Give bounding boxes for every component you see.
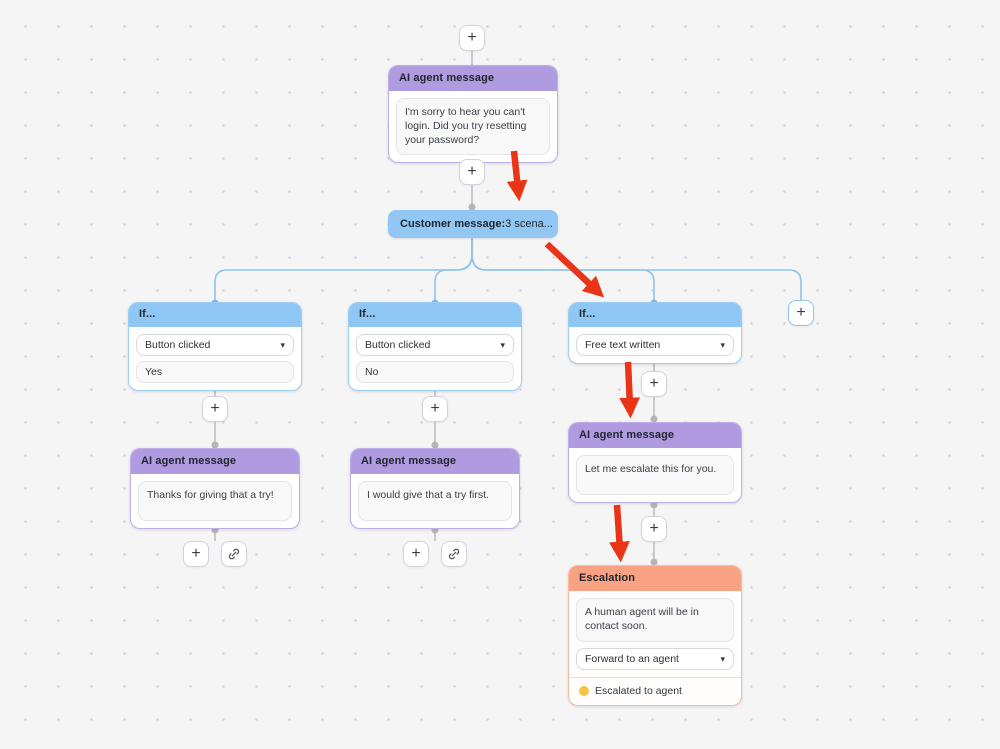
add-step-button[interactable]: + — [183, 541, 209, 567]
add-step-button[interactable]: + — [459, 25, 485, 51]
add-step-button[interactable]: + — [422, 396, 448, 422]
if-condition-node-no[interactable]: If... Button clicked ▾ No — [348, 302, 522, 391]
dropdown-value: Forward to an agent — [585, 653, 679, 665]
node-title: AI agent message — [131, 449, 299, 474]
plus-icon: + — [430, 400, 440, 417]
chevron-down-icon: ▾ — [720, 339, 725, 350]
condition-type-dropdown[interactable]: Free text written ▾ — [576, 334, 734, 356]
plus-icon: + — [467, 163, 477, 180]
condition-type-dropdown[interactable]: Button clicked ▾ — [136, 334, 294, 356]
link-step-button[interactable] — [221, 541, 247, 567]
message-text[interactable]: A human agent will be in contact soon. — [576, 598, 734, 642]
plus-icon: + — [191, 545, 201, 562]
ai-agent-message-node[interactable]: AI agent message Let me escalate this fo… — [568, 422, 742, 503]
ai-agent-message-node[interactable]: AI agent message I would give that a try… — [350, 448, 520, 529]
node-title: If... — [349, 303, 521, 327]
message-text[interactable]: Let me escalate this for you. — [576, 455, 734, 495]
plus-icon: + — [210, 400, 220, 417]
plus-icon: + — [467, 29, 477, 46]
status-label: Escalated to agent — [595, 685, 682, 697]
chevron-down-icon: ▾ — [500, 339, 505, 350]
dropdown-value: Button clicked — [365, 339, 431, 351]
link-step-button[interactable] — [441, 541, 467, 567]
add-step-button[interactable]: + — [641, 516, 667, 542]
condition-value-input[interactable]: No — [356, 361, 514, 383]
plus-icon: + — [411, 545, 421, 562]
escalation-action-dropdown[interactable]: Forward to an agent ▾ — [576, 648, 734, 670]
plus-icon: + — [796, 304, 806, 321]
customer-message-label: Customer message: — [400, 218, 506, 230]
node-title: If... — [129, 303, 301, 327]
ai-agent-message-node[interactable]: AI agent message Thanks for giving that … — [130, 448, 300, 529]
condition-value-input[interactable]: Yes — [136, 361, 294, 383]
status-dot-icon — [579, 686, 589, 696]
add-step-button[interactable]: + — [202, 396, 228, 422]
dropdown-value: Button clicked — [145, 339, 211, 351]
node-title: AI agent message — [351, 449, 519, 474]
node-title: If... — [569, 303, 741, 327]
condition-type-dropdown[interactable]: Button clicked ▾ — [356, 334, 514, 356]
ai-agent-message-node[interactable]: AI agent message I'm sorry to hear you c… — [388, 65, 558, 163]
message-text[interactable]: I would give that a try first. — [358, 481, 512, 521]
add-step-button[interactable]: + — [459, 159, 485, 185]
escalation-status-row: Escalated to agent — [569, 677, 741, 705]
add-step-button[interactable]: + — [641, 371, 667, 397]
node-title: AI agent message — [569, 423, 741, 448]
if-condition-node-free-text[interactable]: If... Free text written ▾ — [568, 302, 742, 364]
customer-message-node[interactable]: Customer message:3 scena... — [388, 210, 558, 238]
message-text[interactable]: I'm sorry to hear you can't login. Did y… — [396, 98, 550, 155]
dropdown-value: Free text written — [585, 339, 661, 351]
chevron-down-icon: ▾ — [280, 339, 285, 350]
link-icon — [228, 548, 240, 560]
message-text[interactable]: Thanks for giving that a try! — [138, 481, 292, 521]
escalation-node[interactable]: Escalation A human agent will be in cont… — [568, 565, 742, 706]
customer-message-scenarios: 3 scena... — [505, 218, 553, 230]
add-branch-button[interactable]: + — [788, 300, 814, 326]
chevron-down-icon: ▾ — [720, 653, 725, 664]
node-title: AI agent message — [389, 66, 557, 91]
add-step-button[interactable]: + — [403, 541, 429, 567]
if-condition-node-yes[interactable]: If... Button clicked ▾ Yes — [128, 302, 302, 391]
node-title: Escalation — [569, 566, 741, 591]
plus-icon: + — [649, 375, 659, 392]
plus-icon: + — [649, 520, 659, 537]
link-icon — [448, 548, 460, 560]
